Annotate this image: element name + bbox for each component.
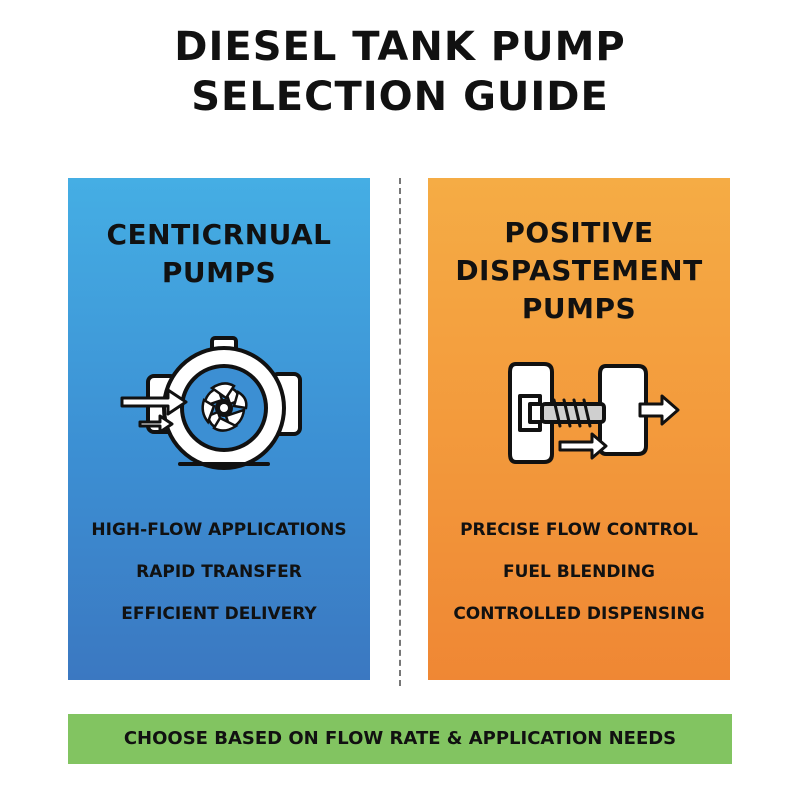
centrifugal-feature-list: HIGH-FLOW APPLICATIONS RAPID TRANSFER EF… — [68, 516, 370, 642]
pd-title-line-2: DISPASTEMENT — [455, 254, 703, 287]
centrifugal-panel-title: CENTICRNUAL PUMPS — [68, 216, 370, 292]
feature-rapid-transfer: RAPID TRANSFER — [136, 562, 302, 582]
center-divider — [399, 178, 401, 686]
footer-banner: CHOOSE BASED ON FLOW RATE & APPLICATION … — [68, 714, 732, 764]
centrifugal-title-line-1: CENTICRNUAL — [106, 218, 332, 251]
pd-title-line-1: POSITIVE — [504, 216, 654, 249]
positive-displacement-feature-list: PRECISE FLOW CONTROL FUEL BLENDING CONTR… — [428, 516, 730, 642]
positive-displacement-pumps-panel: POSITIVE DISPASTEMENT PUMPS PRECISE FLOW… — [428, 178, 730, 680]
page-title: DIESEL TANK PUMP SELECTION GUIDE — [0, 22, 800, 122]
feature-controlled-dispensing: CONTROLLED DISPENSING — [453, 604, 705, 624]
title-line-2: SELECTION GUIDE — [191, 74, 609, 120]
centrifugal-pumps-panel: CENTICRNUAL PUMPS — [68, 178, 370, 680]
feature-high-flow: HIGH-FLOW APPLICATIONS — [91, 520, 347, 540]
feature-fuel-blending: FUEL BLENDING — [502, 562, 656, 582]
positive-displacement-pump-icon — [508, 362, 680, 464]
centrifugal-title-line-2: PUMPS — [161, 256, 277, 289]
title-line-1: DIESEL TANK PUMP — [174, 24, 626, 70]
pd-title-line-3: PUMPS — [521, 292, 637, 325]
positive-displacement-panel-title: POSITIVE DISPASTEMENT PUMPS — [428, 214, 730, 328]
centrifugal-pump-icon — [120, 336, 302, 470]
feature-precise-flow-control: PRECISE FLOW CONTROL — [460, 520, 698, 540]
feature-efficient-delivery: EFFICIENT DELIVERY — [121, 604, 317, 624]
